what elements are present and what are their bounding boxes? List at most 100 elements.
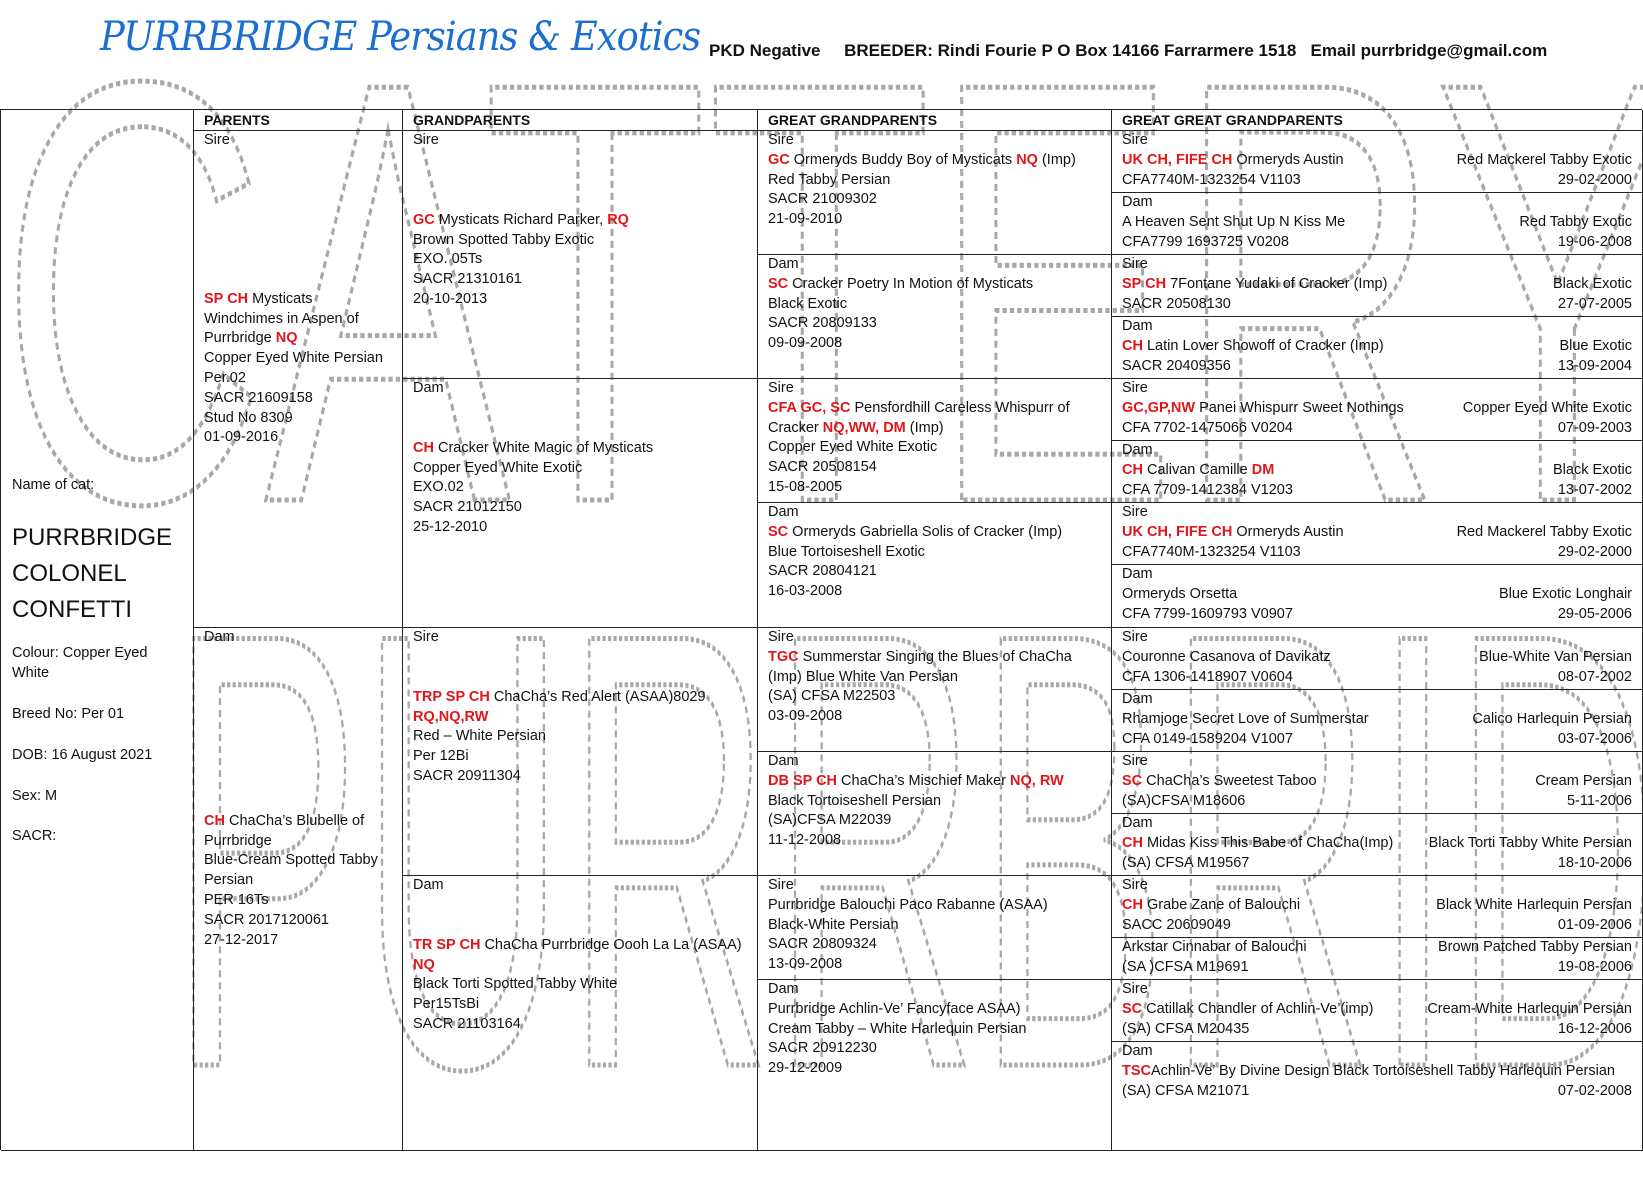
spacer	[204, 648, 394, 812]
registration-text: CFA 7799-1609793 V0907	[1122, 605, 1293, 622]
reg-dob-row: CFA 7799-1609793 V0907 29-05-2006	[1122, 605, 1634, 625]
name-colour-row: GC,GP,NW Panei Whispurr Sweet Nothings Co…	[1122, 399, 1634, 419]
cat-name-line: CH Midas Kiss This Babe of ChaCha(Imp)	[1122, 834, 1393, 854]
colour-text: Black White Harlequin Persian	[1436, 896, 1632, 913]
detail-line: Per 12Bi	[413, 748, 469, 765]
name-text: Ormeryds Austin	[1232, 151, 1344, 168]
detail-line: 11-12-2008	[768, 832, 842, 849]
name-text: Ormeryds Orsetta	[1122, 585, 1238, 602]
title-award: NQ,WW, DM	[822, 419, 906, 436]
cat-name-line: SP CH 7Fontane Yudaki of Cracker (Imp)	[1122, 275, 1387, 295]
reg-dob-row: (SA) CFSA M21071 07-02-2008	[1122, 1082, 1634, 1102]
relation-label: Dam	[768, 504, 799, 520]
detail-line: 21-09-2010	[768, 211, 843, 228]
title-award: TGC	[768, 648, 799, 665]
dob-text: 27-07-2005	[1557, 295, 1632, 312]
registration-text: CFA7740M-1323254 V1103	[1122, 171, 1301, 188]
name-text: Rhamjoge Secret Love of Summerstar	[1122, 710, 1369, 727]
relation-label: Dam	[768, 256, 799, 272]
spacer	[413, 399, 749, 439]
detail-line: 03-09-2008	[768, 708, 843, 725]
name-colour-row: SC Catillak Chandler of Achlin-Ve’(imp)C…	[1122, 1000, 1634, 1020]
relation-label: Sire	[1122, 877, 1148, 893]
title-award: CH	[1122, 337, 1143, 354]
name-text: Summerstar Singing the Blues of ChaCha (…	[768, 648, 1072, 685]
name-text: A Heaven Sent Shut Up N Kiss Me	[1122, 213, 1346, 230]
title-award: RQ	[607, 211, 629, 228]
cat-name-line: Couronne Casanova of Davikatz	[1122, 648, 1331, 668]
detail-line: Black-White Persian	[768, 916, 899, 933]
cat-name-line: PURRBRIDGE	[12, 524, 173, 551]
name-text: Ormeryds Buddy Boy of Mysticats	[789, 151, 1017, 168]
name-text: Purrbridge Achlin-Ve’ Fancyface ASAA)	[768, 1000, 1021, 1017]
title-award: GC	[768, 151, 790, 168]
spacer	[413, 896, 749, 936]
colour-text: Black Exotic	[1553, 461, 1632, 478]
colour-text: Red Tabby Exotic	[1519, 213, 1632, 230]
cat-name-line: SP CH Mysticats Windchimes in Aspen of P…	[204, 290, 394, 349]
relation-label: Dam	[1122, 194, 1153, 210]
title-award: SP CH	[1122, 275, 1167, 292]
relation-label: Sire	[1122, 629, 1148, 645]
detail-line: 29-12-2009	[768, 1060, 843, 1077]
name-colour-row: CH Latin Lover Showoff of Cracker (Imp)B…	[1122, 337, 1634, 357]
colour-text: Cream Persian	[1535, 772, 1632, 789]
detail-line: 25-12-2010	[413, 518, 488, 535]
name-text: Ormeryds Austin	[1232, 523, 1344, 540]
registration-text: SACR 20508130	[1122, 295, 1231, 312]
name-text: Mysticats Richard Parker,	[434, 211, 608, 228]
cat-name-line: GC,GP,NW Panei Whispurr Sweet Nothings	[1122, 399, 1404, 419]
column-header: GREAT GRANDPARENTS	[758, 110, 1112, 131]
cat-name-line: DB SP CH ChaCha’s Mischief Maker NQ, RW	[768, 772, 1103, 792]
detail-line: Black Torti Spotted Tabby White	[413, 976, 618, 993]
registration-text: CFA 0149-1589204 V1007	[1122, 730, 1293, 747]
reg-dob-row: SACR 20508130 27-07-2005	[1122, 295, 1634, 315]
relation-label: Sire	[204, 132, 230, 148]
name-text: Ormeryds Gabriella Solis of Cracker (Imp…	[788, 523, 1063, 540]
cat-sex: Sex: M	[12, 788, 58, 804]
cat-name-line: GC Mysticats Richard Parker, RQ	[413, 211, 749, 231]
dob-text: 07-02-2008	[1557, 1082, 1632, 1099]
brand-title: PURRBRIDGE Persians & Exotics	[100, 14, 701, 60]
relation-label: Sire	[1122, 753, 1148, 769]
cat-name-line: A Heaven Sent Shut Up N Kiss Me	[1122, 213, 1345, 233]
detail-line: Copper Eyed White Exotic	[413, 459, 583, 476]
detail-line: Red – White Persian	[413, 728, 546, 745]
name-text: (Imp)	[1037, 151, 1076, 168]
title-award: SC	[768, 523, 789, 540]
name-text: (Imp)	[905, 419, 944, 436]
relation-label: Sire	[1122, 504, 1148, 520]
spacer	[413, 648, 749, 688]
name-colour-row: CH Midas Kiss This Babe of ChaCha(Imp)Bl…	[1122, 834, 1634, 854]
detail-line: EXO. 05Ts	[413, 251, 483, 268]
registration-text: (SA) CFSA M21071	[1122, 1082, 1250, 1099]
detail-line: (SA)CFSA M22039	[768, 812, 892, 829]
spacer	[204, 151, 394, 290]
dob-text: 03-07-2006	[1557, 730, 1632, 747]
colour-text: Copper Eyed White Exotic	[1462, 399, 1632, 416]
dob-text: 29-05-2006	[1557, 605, 1632, 622]
great-great-grandparent-cell: Sire SC Catillak Chandler of Achlin-Ve’(…	[1112, 980, 1643, 1042]
relation-label: Sire	[1122, 981, 1148, 997]
detail-line: EXO.02	[413, 479, 464, 496]
cat-name-line: NQ	[413, 956, 749, 976]
name-text: Catillak Chandler of Achlin-Ve’(imp)	[1142, 1000, 1374, 1017]
detail-line: SACR 21609158	[204, 389, 313, 406]
detail-line: SACR 20804121	[768, 563, 877, 580]
relation-label: Dam	[1122, 442, 1153, 458]
detail-line: Stud No 8309	[204, 409, 293, 426]
